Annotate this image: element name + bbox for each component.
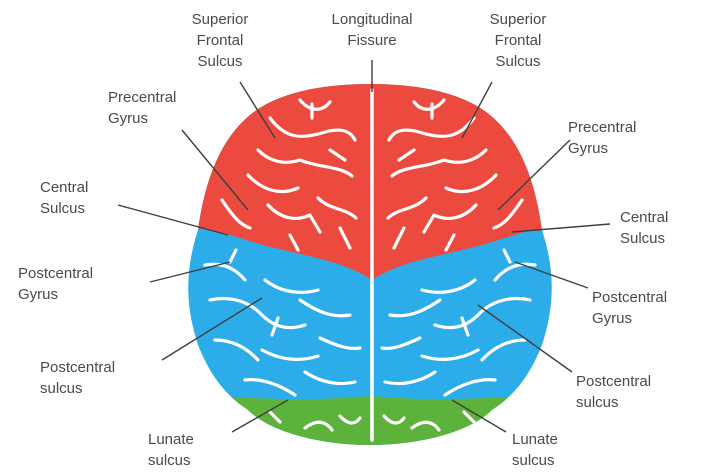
label-line: Gyrus [108,110,148,127]
label-line: Precentral [568,119,636,136]
label-line: Frontal [197,32,244,49]
label-line: sulcus [148,452,191,469]
label-line: Gyrus [592,310,632,327]
brain-lobes [180,80,560,450]
label-line: Postcentral [18,265,93,282]
label-line: Postcentral [40,359,115,376]
label-line: Central [620,209,668,226]
label-line: Frontal [495,32,542,49]
label-line: Sulcus [495,53,540,70]
label-line: sulcus [512,452,555,469]
label-line: Fissure [347,32,396,49]
label-line: Postcentral [576,373,651,390]
label-line: Sulcus [197,53,242,70]
label-line: Gyrus [568,140,608,157]
label-postcentral-sulcus-right: Postcentral sulcus [576,373,651,411]
label-line: Sulcus [620,230,665,247]
label-lunate-sulcus-left: Lunate sulcus [148,431,194,469]
occipital-lobe [180,395,560,450]
label-line: Precentral [108,89,176,106]
label-line: Longitudinal [332,11,413,28]
label-lunate-sulcus-right: Lunate sulcus [512,431,558,469]
label-line: Sulcus [40,200,85,217]
label-line: Lunate [148,431,194,448]
label-line: Gyrus [18,286,58,303]
label-line: Central [40,179,88,196]
label-line: Superior [490,11,547,28]
label-line: sulcus [576,394,619,411]
label-line: sulcus [40,380,83,397]
label-line: Superior [192,11,249,28]
label-line: Lunate [512,431,558,448]
label-postcentral-sulcus-left: Postcentral sulcus [40,359,115,397]
label-line: Postcentral [592,289,667,306]
